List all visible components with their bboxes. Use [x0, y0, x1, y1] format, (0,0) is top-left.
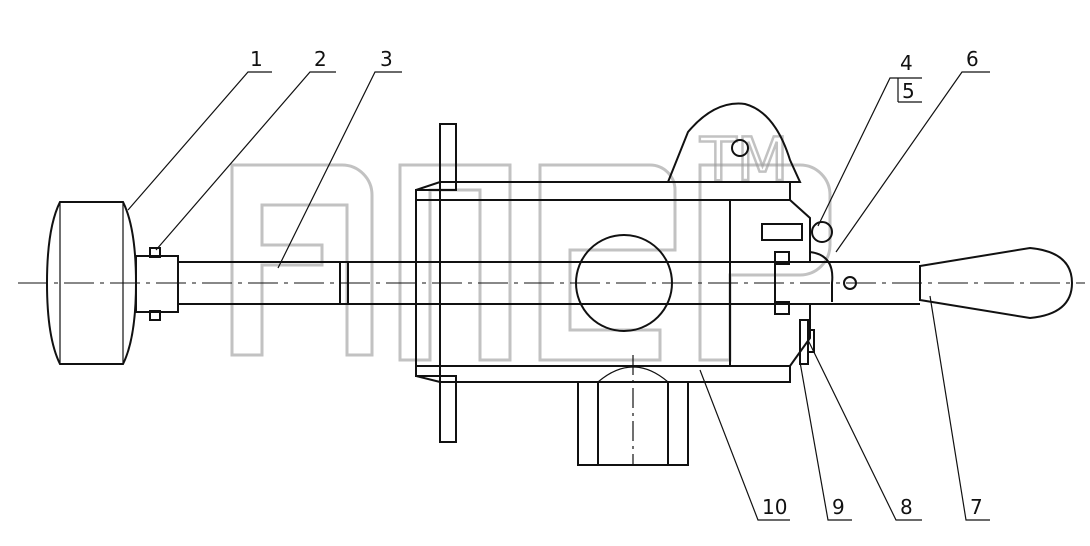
pin-screw-spring-parts — [809, 221, 857, 302]
handle-grip-part-7 — [919, 246, 1074, 320]
callout-4: 4 — [900, 51, 913, 75]
callout-1: 1 — [250, 47, 263, 71]
mounting-flange — [439, 123, 457, 443]
callout-5: 5 — [902, 79, 915, 103]
end-cap — [729, 199, 811, 367]
leader-lines — [127, 71, 990, 521]
callout-7: 7 — [970, 495, 983, 519]
callout-labels: 1 2 3 4 5 6 7 8 9 10 — [250, 47, 983, 519]
callout-8: 8 — [900, 495, 913, 519]
outlet-pipe — [577, 355, 689, 466]
callout-9: 9 — [832, 495, 845, 519]
collar-part-2 — [135, 247, 179, 321]
knob-part-1 — [45, 201, 138, 365]
callout-3: 3 — [380, 47, 393, 71]
body-part-10 — [415, 181, 791, 383]
callout-2: 2 — [314, 47, 327, 71]
watermark-tm: TM — [699, 125, 788, 195]
washer-nut-parts-8-9 — [799, 319, 815, 365]
callout-10: 10 — [762, 495, 787, 519]
callout-6: 6 — [966, 47, 979, 71]
watermark-logo: TM — [230, 124, 832, 362]
upper-lug — [666, 102, 802, 183]
